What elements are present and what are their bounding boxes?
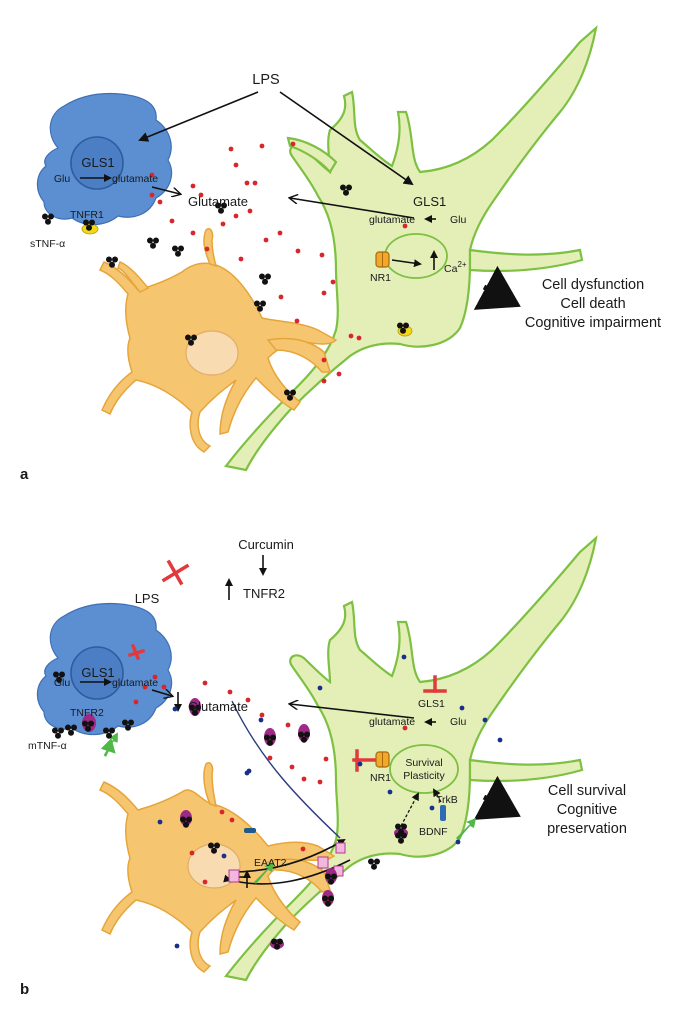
glu-microglia-label-a: Glu xyxy=(54,173,71,185)
bdnf-dots-b xyxy=(157,654,503,949)
panel-label-b: b xyxy=(20,981,29,998)
panel-b: Curcumin TNFR2 LPS GLS1 Glu glutamate Gl… xyxy=(20,535,627,998)
trkb-label: TrkB xyxy=(436,794,458,806)
glutamate-neuron-label-a: glutamate xyxy=(369,214,415,226)
gls1-microglia-label-a: GLS1 xyxy=(81,155,114,170)
glutamate-microglia-label-b: glutamate xyxy=(112,677,158,689)
outcome-2-a: Cell death xyxy=(560,296,625,312)
panel-label-a: a xyxy=(20,466,29,483)
calcium-label: Ca2+ xyxy=(444,260,467,275)
nr1-receptor-a xyxy=(375,251,390,268)
glu-microglia-label-b: Glu xyxy=(54,677,71,689)
glutamate-dots-a xyxy=(149,141,408,384)
lps-label-a: LPS xyxy=(252,72,279,88)
nr1-label-a: NR1 xyxy=(370,272,391,284)
astrocyte-nucleus-a xyxy=(185,330,239,376)
promotion-arrows xyxy=(100,732,476,884)
outcome-3-b: preservation xyxy=(547,821,627,837)
glu-neuron-label-a: Glu xyxy=(450,214,467,226)
outcome-2-b: Cognitive xyxy=(557,802,617,818)
glutamate-extracellular-label-a: Glutamate xyxy=(188,194,248,209)
glu-neuron-label-b: Glu xyxy=(450,716,467,728)
eaat2-transporter xyxy=(228,869,240,883)
curcumin-label: Curcumin xyxy=(238,537,294,552)
bdnf-label: BDNF xyxy=(419,826,448,838)
gls1-neuron-label-b: GLS1 xyxy=(418,698,445,710)
mtnf-label: mTNF-α xyxy=(28,740,67,752)
outcome-arrow-a xyxy=(473,265,521,310)
outcome-3-a: Cognitive impairment xyxy=(525,315,661,331)
survival-label: Survival xyxy=(405,757,442,769)
tnfr1-label: TNFR1 xyxy=(70,209,104,221)
panel-a: LPS GLS1 Glu glutamate Glutamate TNFR1 s… xyxy=(20,25,661,483)
glutamate-neuron-label-b: glutamate xyxy=(369,716,415,728)
gls1-neuron-label-a: GLS1 xyxy=(413,194,446,209)
inhibition-gls1-microglia xyxy=(127,643,146,661)
inhibition-gls1-neuron xyxy=(423,675,447,693)
outcome-1-b: Cell survival xyxy=(548,783,626,799)
plasticity-label: Plasticity xyxy=(403,770,445,782)
stnf-label: sTNF-α xyxy=(30,238,65,250)
microglia-nucleus-b xyxy=(70,646,124,700)
tnfr2-upregulation-label: TNFR2 xyxy=(243,586,285,601)
neuron-nucleus-b xyxy=(389,744,459,794)
inhibition-lps xyxy=(161,559,190,586)
glutamate-extracellular-label-b: Glutamate xyxy=(188,699,248,714)
nr1-label-b: NR1 xyxy=(370,772,391,784)
inhibition-nr1 xyxy=(352,749,376,772)
glutamate-microglia-label-a: glutamate xyxy=(112,173,158,185)
nr1-receptor-b xyxy=(375,751,390,768)
outcome-arrow-b xyxy=(473,775,521,820)
trkb-receptor xyxy=(440,805,446,821)
outcome-1-a: Cell dysfunction xyxy=(542,277,644,293)
neuron-nucleus-a xyxy=(384,233,448,279)
eaat2-label: EAAT2 xyxy=(254,857,287,869)
lps-label-b: LPS xyxy=(135,591,160,606)
tnfr2-label: TNFR2 xyxy=(70,707,104,719)
gls1-microglia-label-b: GLS1 xyxy=(81,665,114,680)
